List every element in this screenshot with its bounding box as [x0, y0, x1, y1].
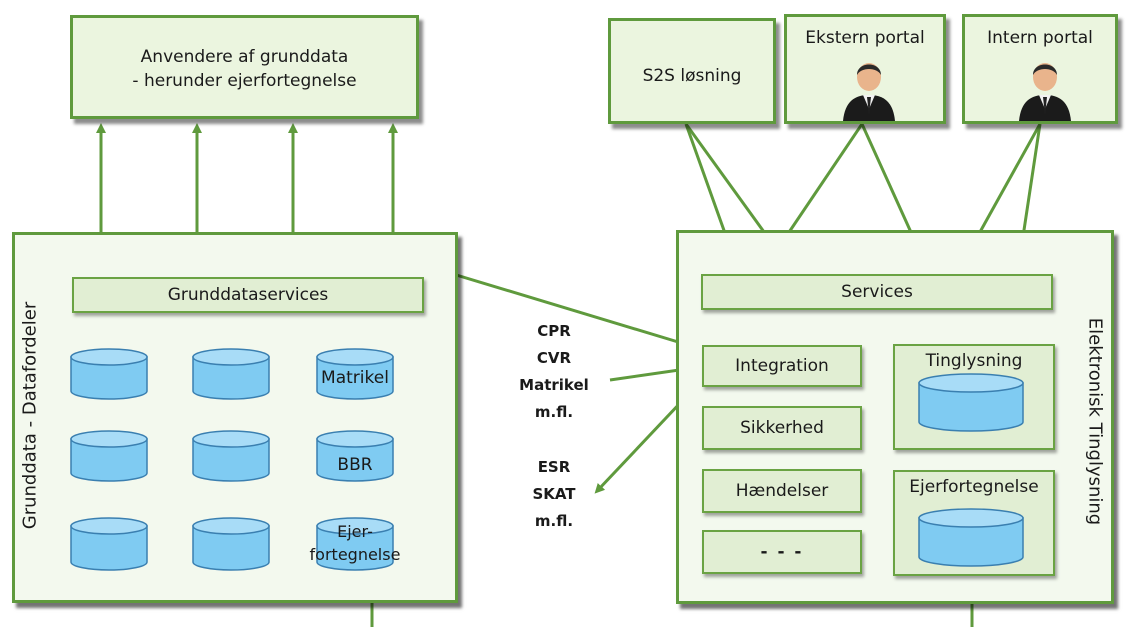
- outbound-item: m.fl.: [534, 512, 574, 530]
- ejerfortegnelse-label: Ejerfortegnelse: [909, 477, 1039, 497]
- db-label-matrikel: Matrikel: [321, 368, 389, 388]
- grunddataservices-bar[interactable]: Grunddataservices: [72, 277, 424, 313]
- internal-portal-label: Intern portal: [987, 28, 1093, 48]
- external-portal-box[interactable]: Ekstern portal: [784, 14, 946, 124]
- sikkerhed-module[interactable]: Sikkerhed: [702, 406, 862, 450]
- db-label-bbr: BBR: [337, 455, 373, 475]
- consumers-box[interactable]: Anvendere af grunddata - herunder ejerfo…: [70, 15, 419, 119]
- inbound-list: CPR CVR Matrikel m.fl.: [514, 318, 594, 426]
- consumers-label-1: Anvendere af grunddata: [140, 47, 349, 67]
- haendelser-module[interactable]: Hændelser: [702, 469, 862, 513]
- internal-portal-box[interactable]: Intern portal: [962, 14, 1118, 124]
- more-module[interactable]: - - -: [702, 530, 862, 574]
- consumers-label-2: - herunder ejerfortegnelse: [132, 71, 357, 91]
- ejerfortegnelse-module[interactable]: Ejerfortegnelse: [893, 470, 1055, 576]
- inbound-item: m.fl.: [534, 403, 574, 421]
- s2s-portal-box[interactable]: S2S løsning: [608, 18, 776, 124]
- outbound-list: ESR SKAT m.fl.: [514, 454, 594, 535]
- inbound-item: CVR: [536, 349, 572, 367]
- person-icon: [1019, 63, 1071, 121]
- tinglysning-label: Tinglysning: [925, 351, 1023, 371]
- services-bar[interactable]: Services: [701, 274, 1053, 310]
- integration-module[interactable]: Integration: [702, 345, 862, 387]
- db-label-ejerfortegnelse: Ejer- fortegnelse: [309, 522, 401, 564]
- outbound-item: ESR: [537, 458, 571, 476]
- person-icon: [843, 63, 895, 121]
- external-portal-label: Ekstern portal: [805, 28, 925, 48]
- s2s-label: S2S løsning: [642, 66, 742, 86]
- tinglysning-module[interactable]: Tinglysning: [893, 344, 1055, 450]
- outbound-item: SKAT: [532, 485, 576, 503]
- inbound-item: CPR: [537, 322, 571, 340]
- tinglysning-side-label: Elektronisk Tinglysning: [1084, 317, 1106, 526]
- datafordeler-side-label: Grunddata - Datafordeler: [19, 301, 41, 530]
- inbound-item: Matrikel: [519, 376, 589, 394]
